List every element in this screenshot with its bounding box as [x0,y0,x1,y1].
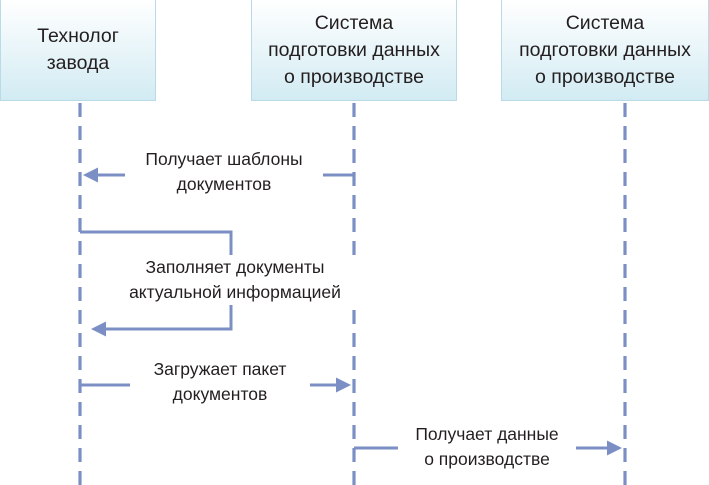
message-label-get-production-data: Получает данные о производстве [398,422,576,472]
message-label-upload-package: Загружает пакет документов [130,357,310,407]
participant-data-preparation-system-1: Система подготовки данных о производстве [251,0,457,101]
participant-label: Система подготовки данных о производстве [268,11,440,88]
message-label-get-templates: Получает шаблоны документов [125,147,323,197]
participant-factory-technologist: Технолог завода [0,0,156,101]
participant-data-preparation-system-2: Система подготовки данных о производстве [501,0,709,101]
participant-label: Технолог завода [37,25,119,74]
message-label-fill-documents: Заполняет документы актуальной информаци… [100,255,370,305]
participant-label: Система подготовки данных о производстве [519,11,691,88]
